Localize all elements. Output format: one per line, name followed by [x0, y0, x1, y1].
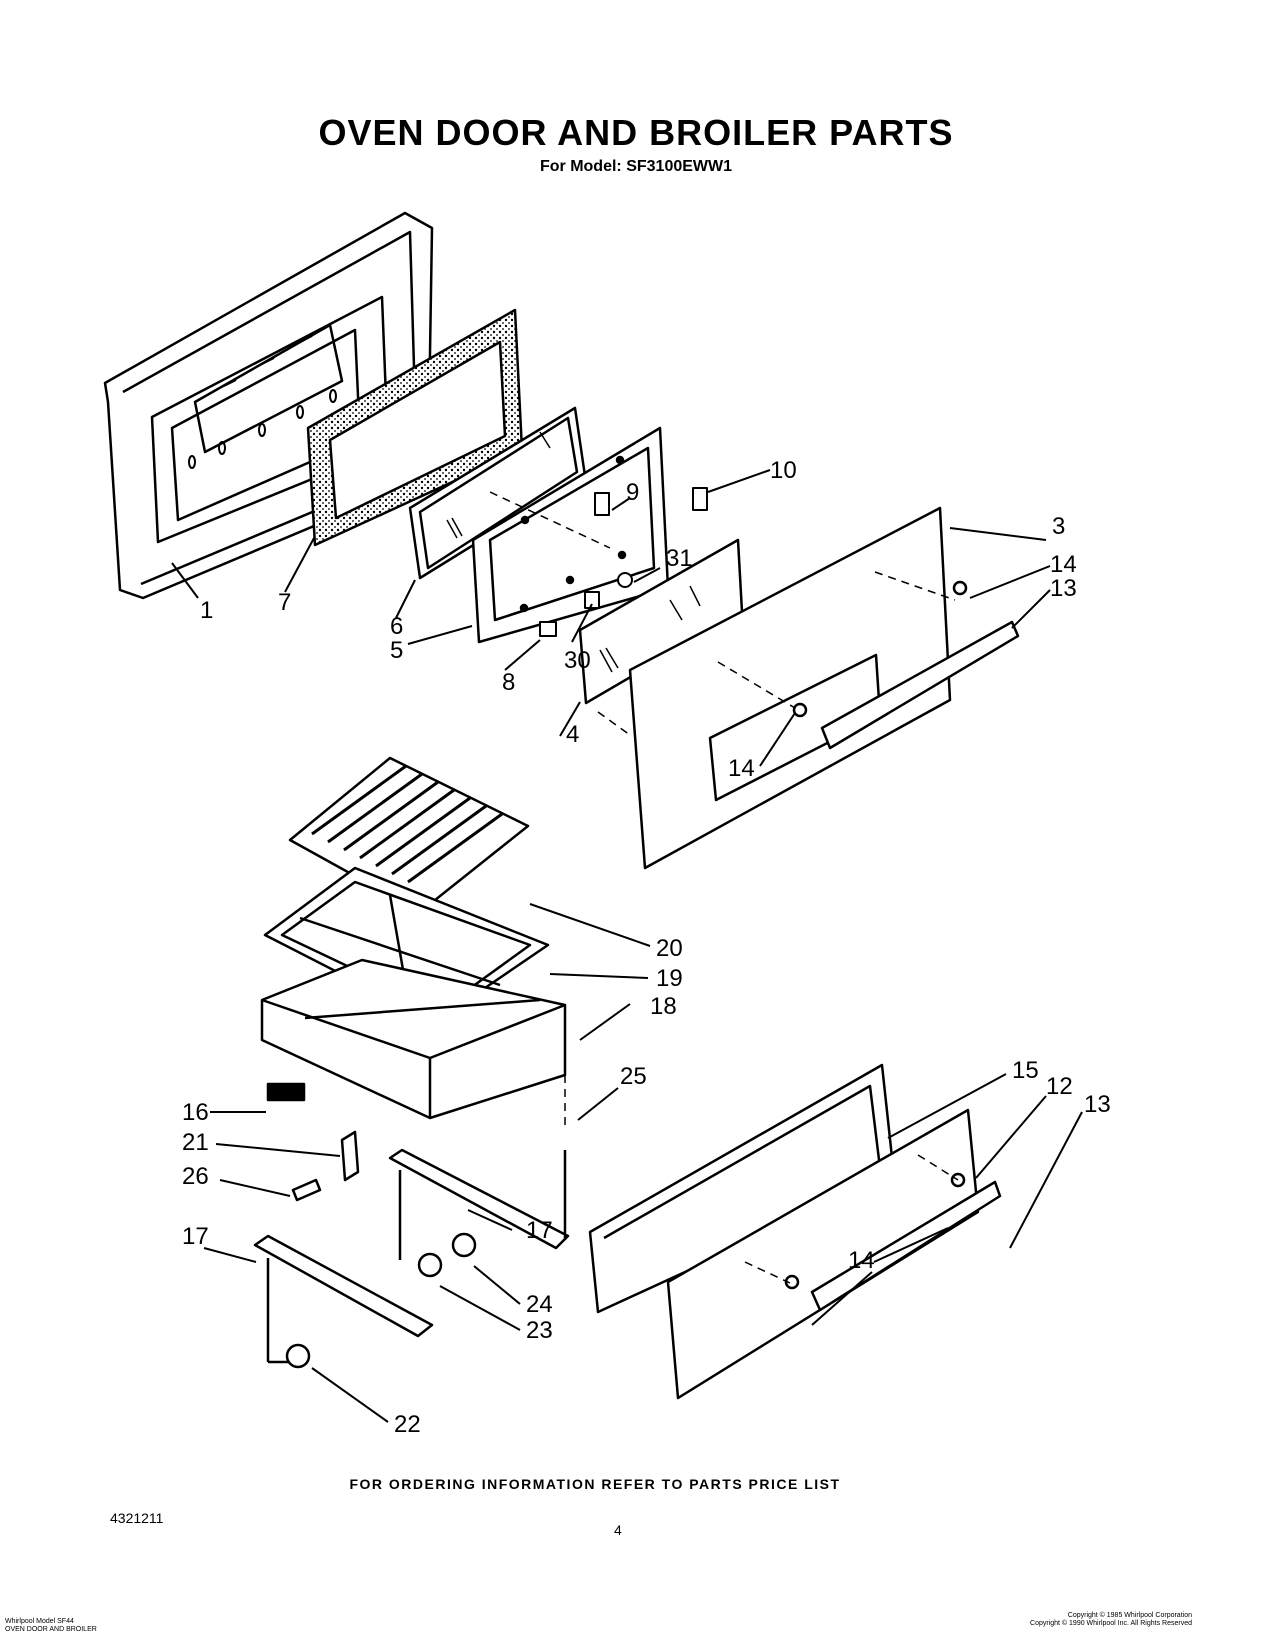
model-subtitle: For Model: SF3100EWW1	[539, 158, 733, 175]
callout-3: 3	[1052, 513, 1065, 540]
callout-12: 12	[1046, 1073, 1073, 1100]
callout-23: 23	[526, 1317, 553, 1344]
callout-1: 1	[200, 597, 213, 624]
part-broiler-drawer	[260, 958, 567, 1120]
footer-right-line: Copyright © 1990 Whirlpool Inc. All Righ…	[1030, 1620, 1192, 1627]
page-number: 4	[614, 1522, 622, 1538]
callout-22: 22	[394, 1411, 421, 1438]
part-screw	[291, 1178, 322, 1202]
callout-26: 26	[182, 1163, 209, 1190]
callout-17: 17	[182, 1223, 209, 1250]
callout-21: 21	[182, 1129, 209, 1156]
callout-31: 31	[666, 545, 693, 572]
callout-7: 7	[278, 589, 291, 616]
callout-25: 25	[620, 1063, 647, 1090]
part-outer-door	[628, 506, 1020, 870]
footer-left: Whirlpool Model SF44 OVEN DOOR AND BROIL…	[5, 1618, 97, 1634]
callout-13: 13	[1050, 575, 1077, 602]
document-number: 4321211	[110, 1510, 164, 1526]
callout-5: 5	[390, 637, 403, 664]
callout-9: 9	[626, 479, 639, 506]
part-broiler-door	[666, 1108, 1002, 1400]
callout-19: 19	[656, 965, 683, 992]
part-rail-upper	[388, 1148, 570, 1260]
callout-8: 8	[502, 669, 515, 696]
part-rollers	[285, 1232, 477, 1369]
callout-6: 6	[390, 613, 403, 640]
part-heat-shield	[266, 1082, 306, 1102]
callout-20: 20	[656, 935, 683, 962]
callout-18: 18	[650, 993, 677, 1020]
callout-4: 4	[566, 721, 579, 748]
callout-16: 16	[182, 1099, 209, 1126]
part-bracket	[340, 1130, 360, 1182]
footer-right: Copyright © 1985 Whirlpool Corporation C…	[1030, 1612, 1192, 1628]
callout-17: 17	[526, 1217, 553, 1244]
footer-left-line: Whirlpool Model SF44	[5, 1618, 74, 1625]
callout-10: 10	[770, 457, 797, 484]
callout-15: 15	[1012, 1057, 1039, 1084]
callout-24: 24	[526, 1291, 553, 1318]
part-small-clips	[539, 487, 708, 637]
footer-right-line: Copyright © 1985 Whirlpool Corporation	[1067, 1612, 1192, 1619]
callout-13: 13	[1084, 1091, 1111, 1118]
page-title: OVEN DOOR AND BROILER PARTS	[318, 112, 954, 153]
part-rail-lower	[253, 1234, 434, 1364]
callout-30: 30	[564, 647, 591, 674]
footer-left-line: OVEN DOOR AND BROILER	[5, 1626, 97, 1633]
callout-14: 14	[728, 755, 755, 782]
callout-14: 14	[1050, 551, 1077, 578]
ordering-note: FOR ORDERING INFORMATION REFER TO PARTS …	[349, 1476, 841, 1492]
callout-14: 14	[848, 1247, 875, 1274]
